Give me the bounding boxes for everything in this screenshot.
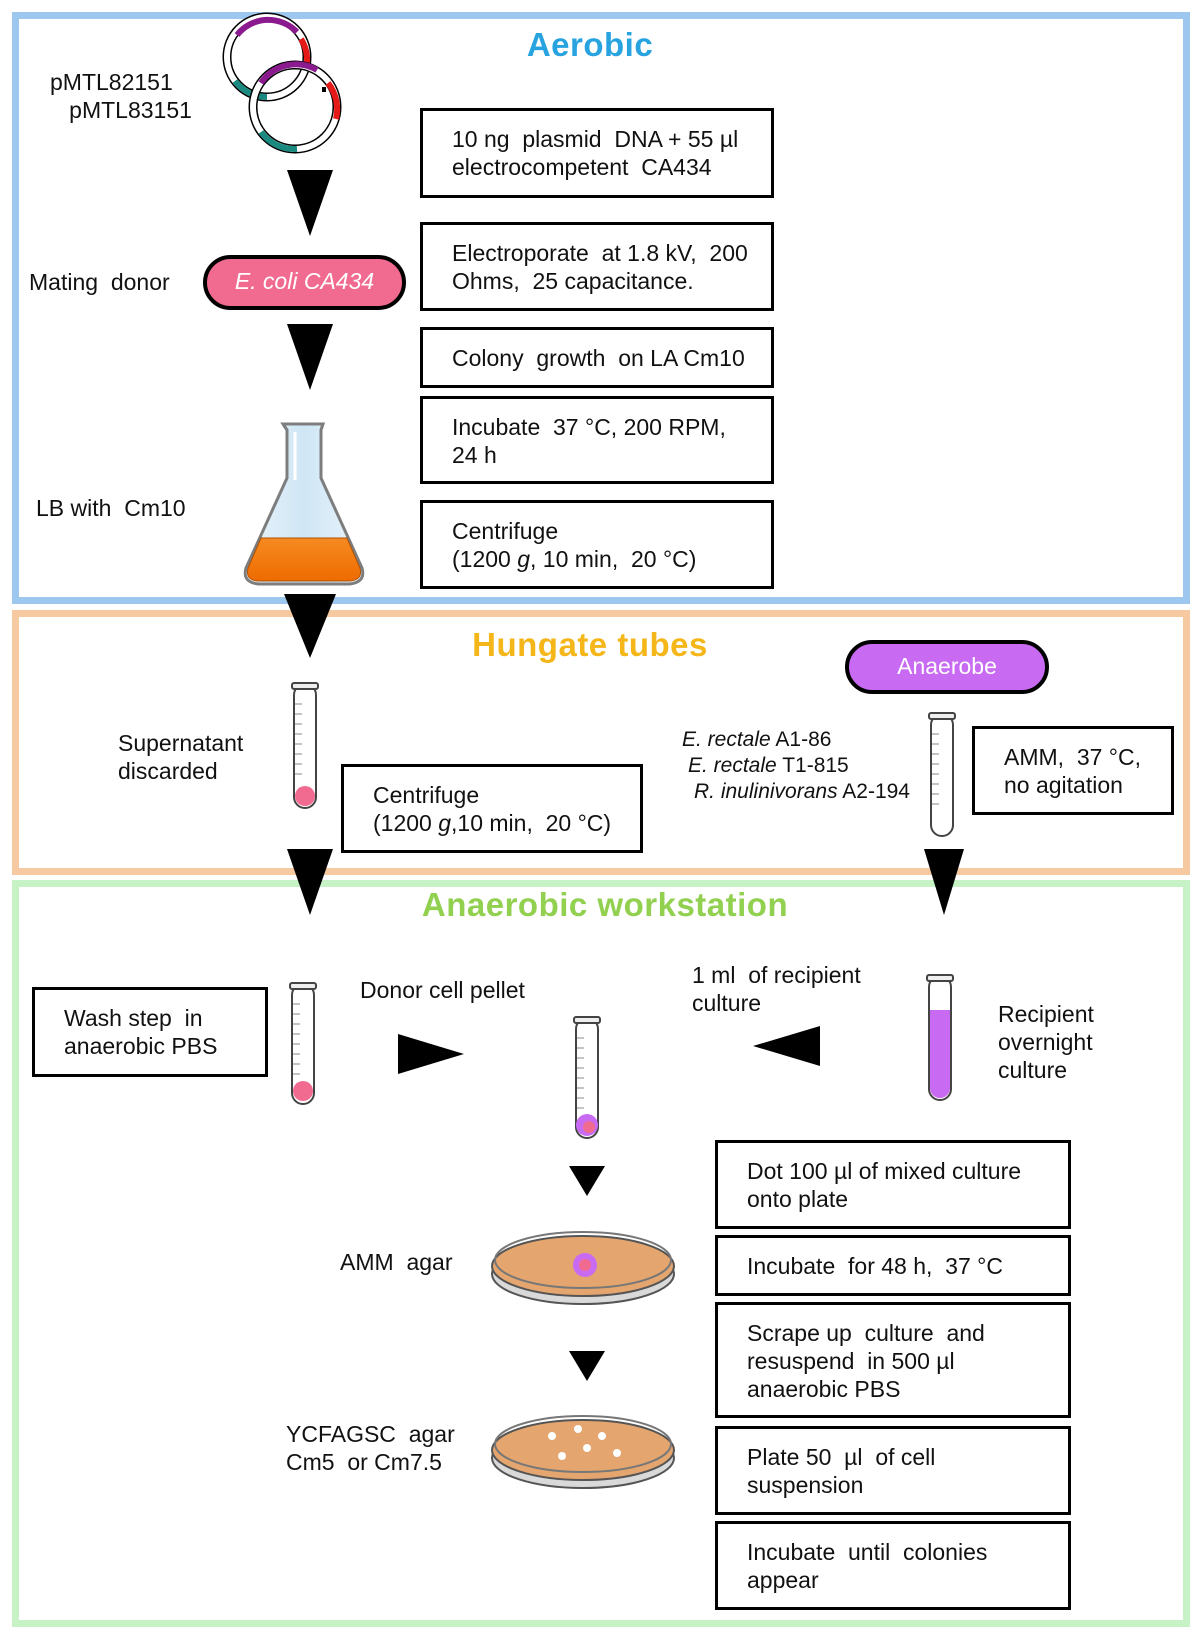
hungate-panel: [12, 610, 1190, 875]
donor-pellet-label: Donor cell pellet: [360, 977, 525, 1003]
step-colony-growth: Colony growth on LA Cm10: [420, 327, 774, 388]
strain-line: R. inulinivorans A2-194: [694, 779, 910, 805]
agar-plate-dot-icon: [491, 1231, 675, 1305]
arrow-down-icon: [284, 594, 336, 658]
strain-id: A2-194: [842, 780, 910, 803]
anaerobic-title: Anaerobic workstation: [421, 886, 789, 923]
step-plasmid-dna: 10 ng plasmid DNA + 55 µl electrocompete…: [420, 108, 774, 198]
test-tube-empty-icon: [928, 712, 956, 837]
hungate-title: Hungate tubes: [472, 626, 708, 663]
step-electroporate: Electroporate at 1.8 kV, 200 Ohms, 25 ca…: [420, 222, 774, 311]
strain-line: E. rectale T1-815: [688, 753, 849, 779]
anaerobe-pill: Anaerobe: [845, 640, 1049, 694]
aerobic-panel: [12, 12, 1190, 604]
step-dot-mixed: Dot 100 µl of mixed culture onto plate: [715, 1140, 1071, 1229]
supernatant-label: Supernatant discarded: [118, 730, 244, 784]
lb-medium-label: LB with Cm10: [36, 495, 186, 521]
arrow-down-icon: [569, 1351, 605, 1381]
arrow-down-icon: [924, 849, 964, 915]
mating-donor-label: Mating donor: [29, 269, 170, 295]
recipient-culture-label: Recipient overnight culture: [998, 1001, 1094, 1083]
step-centrifuge-aerobic: Centrifuge (1200 g, 10 min, 20 °C): [420, 500, 774, 589]
strain-species: E. rectale: [688, 754, 777, 777]
test-tube-pellet-icon: [291, 682, 319, 809]
test-tube-culture-icon: [926, 974, 954, 1101]
step-scrape-resuspend: Scrape up culture and resuspend in 500 µ…: [715, 1302, 1071, 1418]
step-wash: Wash step in anaerobic PBS: [32, 987, 268, 1077]
anaerobic-panel: [12, 880, 1190, 1627]
arrow-down-icon: [287, 170, 333, 236]
step-incubate-48h: Incubate for 48 h, 37 °C: [715, 1235, 1071, 1296]
step-incubate-colonies: Incubate until colonies appear: [715, 1521, 1071, 1610]
ycfagsc-agar-label: YCFAGSC agar Cm5 or Cm7.5: [286, 1421, 455, 1475]
arrow-down-icon: [287, 324, 333, 390]
strain-species: R. inulinivorans: [694, 780, 838, 803]
flask-icon: [243, 422, 365, 586]
recipient-volume-label: 1 ml of recipient culture: [692, 962, 861, 1016]
step-plate-50ul: Plate 50 µl of cell suspension: [715, 1426, 1071, 1515]
test-tube-mixed-icon: [573, 1016, 601, 1139]
step-incubate-aerobic: Incubate 37 °C, 200 RPM, 24 h: [420, 396, 774, 484]
agar-plate-colonies-icon: [491, 1415, 675, 1489]
arrow-right-icon: [398, 1034, 464, 1074]
plasmid-names: pMTL82151 pMTL83151: [50, 69, 192, 123]
strain-id: A1-86: [775, 728, 832, 751]
test-tube-pellet-icon: [289, 982, 317, 1105]
step-amm-growth: AMM, 37 °C, no agitation: [972, 726, 1174, 815]
plasmid-icon: [222, 12, 342, 154]
arrow-left-icon: [753, 1026, 820, 1066]
amm-agar-label: AMM agar: [340, 1249, 453, 1275]
arrow-down-icon: [569, 1166, 605, 1196]
strain-id: T1-815: [782, 754, 849, 777]
aerobic-title: Aerobic: [526, 26, 654, 63]
arrow-down-icon: [287, 849, 333, 915]
step-centrifuge-hungate: Centrifuge (1200 g,10 min, 20 °C): [341, 764, 643, 853]
strain-species: E. rectale: [682, 728, 771, 751]
donor-strain-pill: E. coli CA434: [203, 255, 406, 310]
strain-line: E. rectale A1-86: [682, 727, 831, 753]
